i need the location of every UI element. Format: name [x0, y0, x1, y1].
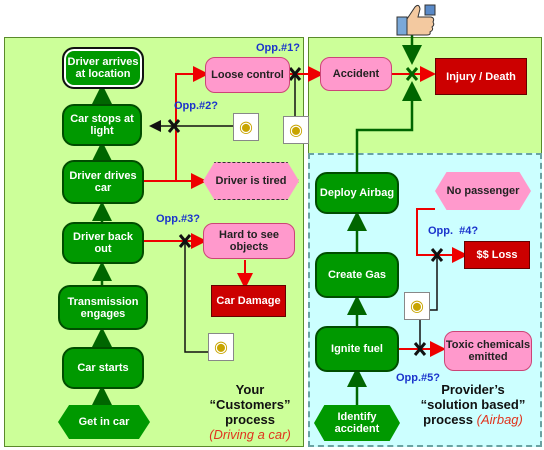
- customer-caption-line3: process: [225, 412, 275, 427]
- thumbs-up-icon: [396, 4, 436, 36]
- node-transmission: Transmission engages: [58, 285, 148, 330]
- provider-caption-line2: “solution based”: [420, 397, 526, 412]
- idea-bulb-icon: ◉: [283, 116, 309, 144]
- node-create-gas: Create Gas: [315, 252, 399, 298]
- node-deploy-airbag: Deploy Airbag: [315, 172, 399, 214]
- idea-bulb-icon: ◉: [404, 292, 430, 320]
- opportunity-3-label: Opp.#3?: [156, 213, 201, 225]
- opportunity-5-label: Opp.#5?: [396, 372, 441, 384]
- node-driver-drives: Driver drives car: [62, 160, 144, 204]
- node-driver-back-out: Driver back out: [62, 222, 144, 264]
- idea-bulb-icon: ◉: [208, 333, 234, 361]
- node-car-starts: Car starts: [62, 347, 144, 389]
- node-injury-death: Injury / Death: [435, 58, 527, 95]
- node-ignite-fuel: Ignite fuel: [315, 326, 399, 372]
- node-get-in-car: Get in car: [58, 405, 150, 439]
- node-car-stops: Car stops at light: [62, 104, 142, 146]
- provider-caption-line3-text: process: [423, 412, 473, 427]
- customer-caption-sub: (Driving a car): [209, 427, 291, 442]
- customer-caption-line1: Your: [235, 382, 265, 397]
- idea-bulb-icon: ◉: [233, 113, 259, 141]
- node-car-damage: Car Damage: [211, 285, 286, 317]
- customer-process-caption: Your “Customers” process (Driving a car): [196, 382, 304, 442]
- node-driver-tired: Driver is tired: [203, 162, 299, 200]
- opportunity-2-label: Opp.#2?: [174, 100, 219, 112]
- node-accident: Accident: [320, 57, 392, 91]
- opportunity-1-label: Opp.#1?: [256, 42, 301, 54]
- customer-caption-line2: “Customers”: [209, 397, 291, 412]
- node-no-passenger: No passenger: [435, 172, 531, 210]
- node-driver-arrives: Driver arrives at location: [62, 47, 144, 89]
- opportunity-4-label: Opp. #4?: [428, 225, 479, 237]
- green-top-area: [308, 37, 542, 153]
- node-loss: $$ Loss: [464, 241, 530, 269]
- provider-caption-line3: process (Airbag): [404, 412, 542, 427]
- node-identify-accident: Identify accident: [314, 405, 400, 441]
- node-hard-to-see: Hard to see objects: [203, 223, 295, 259]
- provider-process-caption: Provider’s “solution based” process (Air…: [404, 382, 542, 427]
- provider-caption-sub: (Airbag): [476, 412, 523, 427]
- provider-caption-line1: Provider’s: [441, 382, 505, 397]
- node-toxic-chemicals: Toxic chemicals emitted: [444, 331, 532, 371]
- node-loose-control: Loose control: [205, 57, 290, 93]
